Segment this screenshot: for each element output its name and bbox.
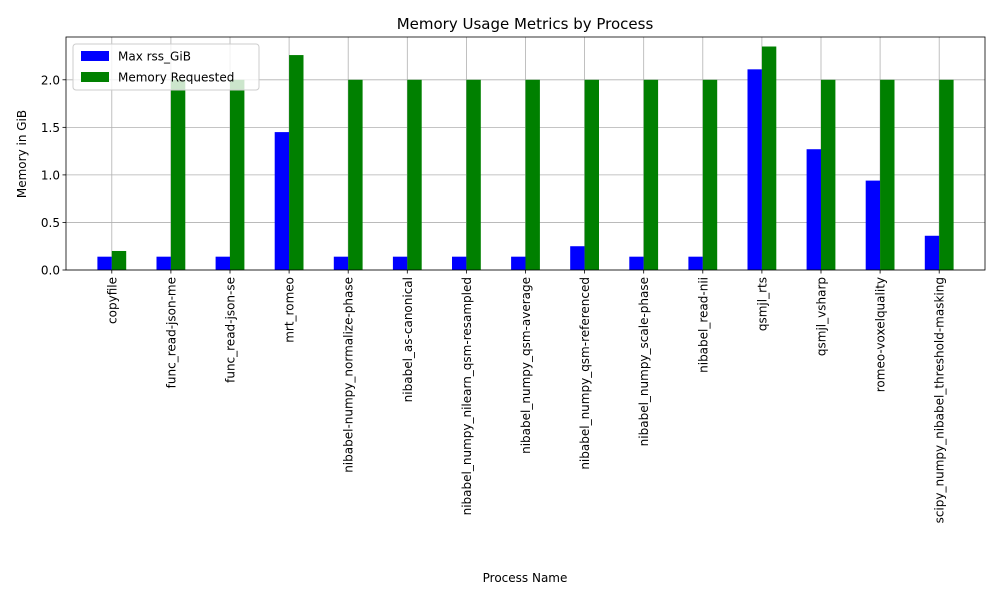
x-tick-label: romeo-voxelquality bbox=[874, 277, 888, 392]
legend-label: Max rss_GiB bbox=[118, 50, 191, 64]
x-tick-label: nibabel_read-nii bbox=[696, 277, 710, 373]
bar-max-rss bbox=[333, 256, 349, 270]
bar-max-rss bbox=[97, 256, 112, 270]
x-tick-label: nibabel_numpy_scale-phase bbox=[637, 277, 651, 446]
chart-title: Memory Usage Metrics by Process bbox=[397, 15, 654, 33]
x-tick-label: func_read-json-se bbox=[224, 277, 238, 383]
bar-max-rss bbox=[511, 256, 526, 270]
x-tick-label: nibabel_as-canonical bbox=[401, 277, 415, 402]
bar-memory-requested bbox=[466, 79, 481, 270]
x-tick-label: nibabel_numpy_qsm-average bbox=[519, 277, 533, 454]
x-tick-label: copyfile bbox=[105, 277, 119, 324]
axes bbox=[62, 36, 986, 274]
bar-max-rss bbox=[806, 149, 821, 270]
x-axis-title: Process Name bbox=[483, 571, 568, 585]
bar-memory-requested bbox=[702, 79, 718, 270]
bar-max-rss bbox=[747, 69, 762, 271]
bars bbox=[97, 46, 954, 271]
legend-label: Memory Requested bbox=[118, 71, 234, 85]
legend-swatch bbox=[81, 51, 109, 61]
x-tick-label: nibabel_numpy_qsm-referenced bbox=[578, 277, 592, 470]
legend: Max rss_GiB Memory Requested bbox=[72, 43, 260, 91]
labels: Memory Usage Metrics by Process Process … bbox=[15, 15, 947, 585]
y-tick-label: 1.0 bbox=[41, 168, 60, 182]
x-tick-label: nibabel_numpy_nilearn_qsm-resampled bbox=[460, 277, 474, 515]
y-tick-label: 2.0 bbox=[41, 73, 60, 87]
y-tick-label: 0.0 bbox=[41, 264, 60, 278]
bar-max-rss bbox=[570, 246, 585, 270]
bar-memory-requested bbox=[880, 79, 895, 270]
y-axis-title: Memory in GiB bbox=[15, 110, 29, 198]
x-tick-label: mrt_romeo bbox=[283, 277, 297, 343]
bar-memory-requested bbox=[170, 79, 186, 270]
bar-max-rss bbox=[629, 256, 644, 270]
bar-memory-requested bbox=[761, 46, 777, 270]
bar-memory-requested bbox=[525, 79, 540, 270]
bar-max-rss bbox=[156, 256, 171, 270]
bar-max-rss bbox=[688, 256, 703, 270]
bar-memory-requested bbox=[584, 79, 599, 270]
legend-swatch bbox=[81, 72, 109, 82]
x-tick-label: qsmjl_rts bbox=[755, 277, 769, 331]
bar-memory-requested bbox=[820, 79, 836, 270]
y-tick-label: 0.5 bbox=[41, 216, 60, 230]
bar-max-rss bbox=[274, 132, 290, 270]
bar-memory-requested bbox=[407, 79, 422, 270]
x-tick-label: func_read-json-me bbox=[164, 277, 178, 388]
bar-memory-requested bbox=[230, 79, 245, 270]
bar-max-rss bbox=[392, 256, 408, 270]
bar-max-rss bbox=[215, 256, 231, 270]
bar-memory-requested bbox=[643, 79, 659, 270]
plot-frame bbox=[65, 36, 986, 271]
bar-max-rss bbox=[452, 256, 467, 270]
y-tick-label: 1.5 bbox=[41, 121, 60, 135]
bar-memory-requested bbox=[939, 79, 954, 270]
bar-max-rss bbox=[924, 235, 940, 270]
x-tick-label: nibabel-numpy_normalize-phase bbox=[342, 277, 356, 473]
x-tick-label: qsmjl_vsharp bbox=[814, 277, 828, 356]
x-tick-label: scipy_numpy_nibabel_threshold-masking bbox=[933, 277, 947, 523]
bar-memory-requested bbox=[289, 55, 304, 270]
bar-memory-requested bbox=[348, 79, 363, 270]
legend-box bbox=[72, 43, 260, 91]
bar-max-rss bbox=[865, 180, 881, 270]
bar-memory-requested bbox=[111, 250, 127, 270]
